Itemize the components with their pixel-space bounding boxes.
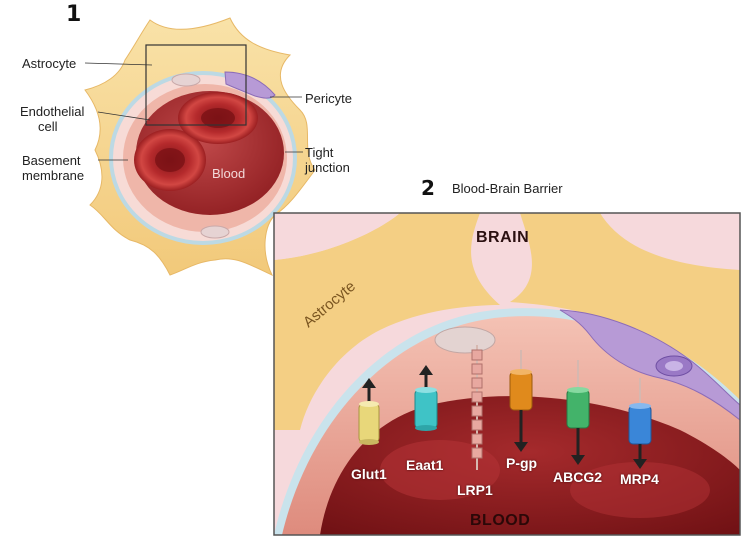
label-endothelial-line1: Endothelial bbox=[20, 104, 84, 119]
label-endothelial-line2: cell bbox=[20, 119, 84, 134]
label-basement-line1: Basement bbox=[22, 153, 84, 168]
label-abcg2: ABCG2 bbox=[553, 469, 602, 485]
label-glut1: Glut1 bbox=[351, 466, 387, 482]
label-basement-line2: membrane bbox=[22, 168, 84, 183]
panel2-title: Blood-Brain Barrier bbox=[452, 181, 563, 196]
label-lrp1: LRP1 bbox=[457, 482, 493, 498]
label-tight-line1: Tight bbox=[305, 145, 350, 160]
label-astrocyte: Astrocyte bbox=[22, 56, 76, 71]
label-pgp: P-gp bbox=[506, 455, 537, 471]
label-eaat1: Eaat1 bbox=[406, 457, 443, 473]
label-mrp4: MRP4 bbox=[620, 471, 659, 487]
panel1-nucleus-top bbox=[172, 74, 200, 86]
panel2-endothelial-nucleus bbox=[435, 327, 495, 353]
label-brain: BRAIN bbox=[476, 229, 529, 247]
transporter-lrp1 bbox=[472, 345, 482, 470]
label-endothelial-cell: Endothelial cell bbox=[20, 104, 84, 134]
label-blood-panel1: Blood bbox=[212, 166, 245, 181]
label-pericyte: Pericyte bbox=[305, 91, 352, 106]
label-tight-junction: Tight junction bbox=[305, 145, 350, 175]
panel2-illustration bbox=[274, 213, 740, 535]
label-tight-line2: junction bbox=[305, 160, 350, 175]
panel1-nucleus-bottom bbox=[201, 226, 229, 238]
panel2-number: 2 bbox=[421, 176, 435, 200]
panel1-number: 1 bbox=[66, 2, 81, 27]
label-basement-membrane: Basement membrane bbox=[22, 153, 84, 183]
label-blood-panel2: BLOOD bbox=[470, 512, 530, 530]
